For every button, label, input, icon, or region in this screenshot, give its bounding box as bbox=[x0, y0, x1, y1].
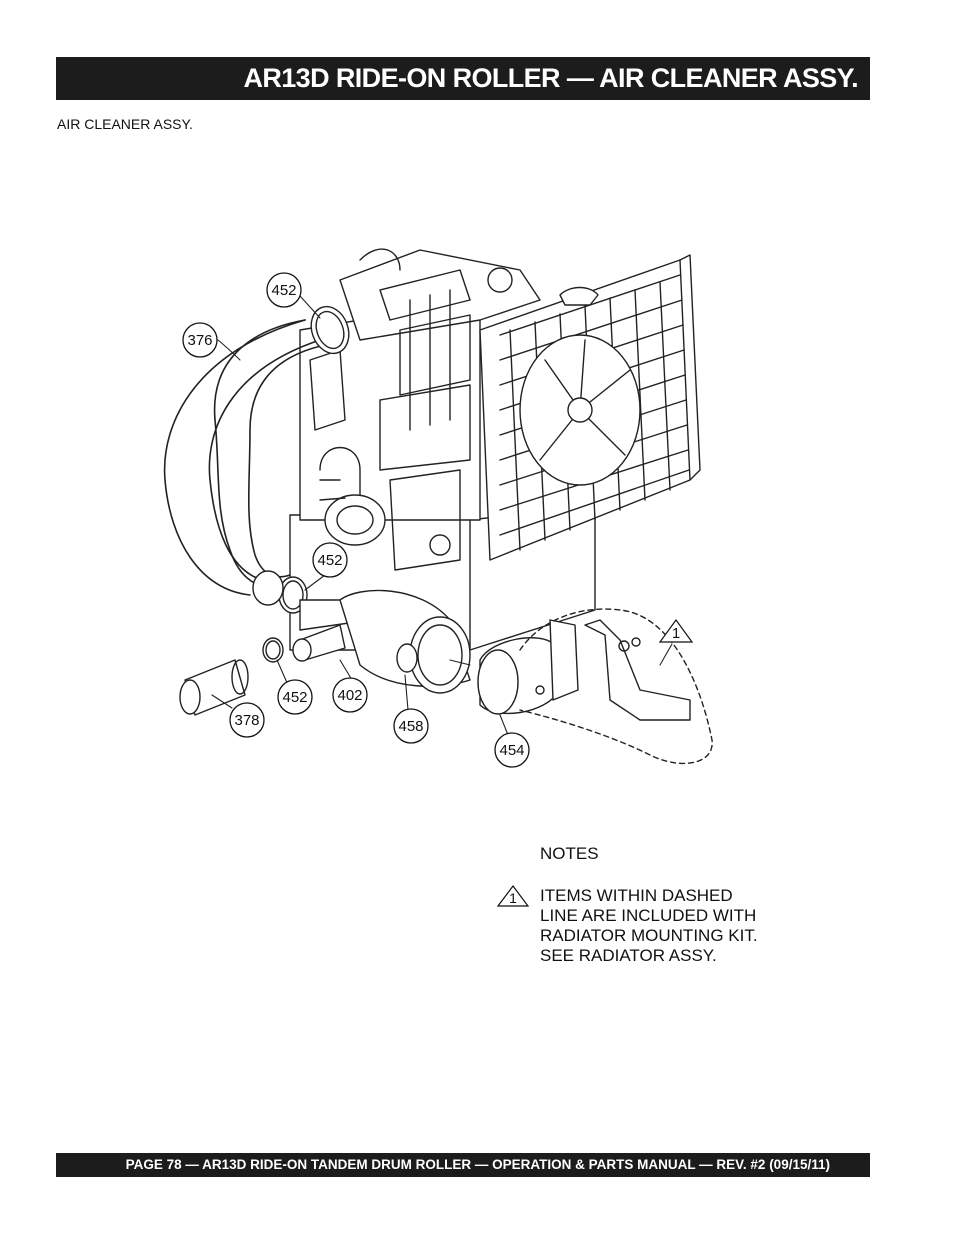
note-text: ITEMS WITHIN DASHED LINE ARE INCLUDED WI… bbox=[540, 886, 758, 966]
pipe-378-illustration bbox=[179, 659, 249, 716]
note-line: RADIATOR MOUNTING KIT. bbox=[540, 926, 758, 945]
callout-452-mid: 452 bbox=[312, 542, 348, 578]
page-footer-text: PAGE 78 — AR13D RIDE-ON TANDEM DRUM ROLL… bbox=[125, 1157, 830, 1172]
callout-402: 402 bbox=[332, 677, 368, 713]
callout-378: 378 bbox=[229, 702, 265, 738]
svg-text:402: 402 bbox=[337, 687, 362, 704]
svg-text:1: 1 bbox=[509, 890, 517, 906]
air-cleaner-exploded-diagram: 452 376 452 452 402 378 458 454 1 bbox=[163, 248, 713, 768]
svg-text:378: 378 bbox=[234, 712, 259, 729]
svg-text:458: 458 bbox=[398, 718, 423, 735]
svg-text:376: 376 bbox=[187, 332, 212, 349]
hose-clamp-top-illustration bbox=[310, 305, 350, 355]
note-line: LINE ARE INCLUDED WITH bbox=[540, 906, 757, 925]
callout-458: 458 bbox=[393, 708, 429, 744]
svg-text:452: 452 bbox=[271, 282, 296, 299]
notes-heading: NOTES bbox=[540, 844, 599, 863]
page-title: AR13D RIDE-ON ROLLER — AIR CLEANER ASSY. bbox=[243, 63, 858, 93]
hose-376-illustration bbox=[163, 319, 326, 596]
svg-text:1: 1 bbox=[672, 625, 680, 642]
air-cleaner-402-illustration bbox=[292, 589, 471, 694]
note-triangle-marker: 1 bbox=[496, 885, 530, 907]
note-line: SEE RADIATOR ASSY. bbox=[540, 946, 717, 965]
callout-376: 376 bbox=[182, 322, 218, 358]
svg-text:452: 452 bbox=[282, 689, 307, 706]
section-subtitle: AIR CLEANER ASSY. bbox=[57, 116, 193, 132]
svg-text:454: 454 bbox=[499, 742, 524, 759]
mount-band-454-illustration bbox=[477, 619, 691, 721]
kit-dashed-boundary bbox=[519, 608, 713, 765]
callout-454: 454 bbox=[494, 732, 530, 768]
page-title-bar: AR13D RIDE-ON ROLLER — AIR CLEANER ASSY. bbox=[56, 57, 870, 100]
svg-text:452: 452 bbox=[317, 552, 342, 569]
callout-452-low: 452 bbox=[277, 679, 313, 715]
callout-452-top: 452 bbox=[266, 272, 302, 308]
leader-lines bbox=[211, 295, 673, 736]
note-line: ITEMS WITHIN DASHED bbox=[540, 886, 733, 905]
page-footer-bar: PAGE 78 — AR13D RIDE-ON TANDEM DRUM ROLL… bbox=[56, 1153, 870, 1177]
callout-note-1: 1 bbox=[658, 618, 694, 643]
radiator-grille-illustration bbox=[479, 254, 701, 561]
hose-clamp-low-illustration bbox=[262, 637, 284, 663]
